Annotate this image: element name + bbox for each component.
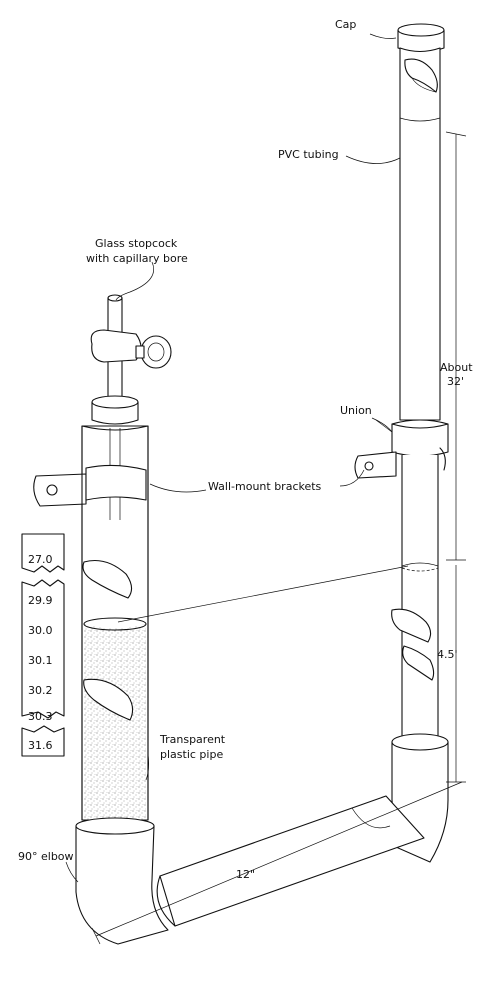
scale-mark-30-3: 30.3 [28,710,53,723]
label-transparent-1: Transparent [159,733,226,746]
leader-cap [369,33,397,39]
scale-marks: 27.0 29.9 30.0 30.1 30.2 30.3 31.6 [28,553,53,752]
leader-union-arrow [375,419,393,433]
label-stopcock-1: Glass stopcock [95,237,178,250]
level-line [117,565,409,623]
bracket-left [33,473,87,507]
scale-mark-29-9: 29.9 [28,594,53,607]
scale-mark-30-1: 30.1 [28,654,53,667]
scale-mark-30-0: 30.0 [28,624,53,637]
water-column [84,624,146,820]
label-pvc-tubing: PVC tubing [278,148,339,161]
union-fitting [391,419,449,457]
bracket-right [354,451,397,479]
label-elbow: 90° elbow [18,850,74,863]
scale-mark-30-2: 30.2 [28,684,53,697]
horizontal-pipe [156,795,425,927]
dimension-lines [91,131,467,945]
cap-top [397,23,445,37]
pvc-cutaway-lower [391,608,432,643]
leader-transparent [145,753,150,781]
scale-card: 27.0 29.9 30.0 30.1 30.2 30.3 31.6 [21,533,65,757]
scale-card-top [21,533,65,573]
leader-brackets [149,483,207,493]
pvc-upper-section [399,48,441,421]
leader-stopcock [115,261,154,301]
label-wall-mount: Wall-mount brackets [208,480,322,493]
label-32ft: 32' [447,375,464,388]
scale-mark-27-0: 27.0 [28,553,53,566]
label-transparent-2: plastic pipe [160,748,223,761]
leader-pvc [345,155,401,164]
leader-lines [65,33,401,883]
label-cap: Cap [335,18,356,31]
tube-cutaway-top [82,559,133,599]
leader-union [371,417,393,433]
bracket-band [85,464,147,501]
label-width: 12" [236,868,255,881]
label-about: About [440,361,473,374]
tube-cutaway-lower [83,678,134,721]
leader-elbow [65,861,79,883]
label-union: Union [340,404,372,417]
stopcock-handle [140,335,172,369]
pvc-tube-right [354,23,449,863]
elbow-left [75,825,169,945]
scale-card-middle [21,579,65,719]
scale-card-bottom [21,725,65,757]
label-height-lower: 4.5' [437,648,458,661]
stopcock-body [90,329,142,363]
pvc-lower-section [401,455,439,741]
scale-mark-31-6: 31.6 [28,739,53,752]
transparent-tube-left [33,294,172,945]
label-stopcock-2: with capillary bore [86,252,188,265]
